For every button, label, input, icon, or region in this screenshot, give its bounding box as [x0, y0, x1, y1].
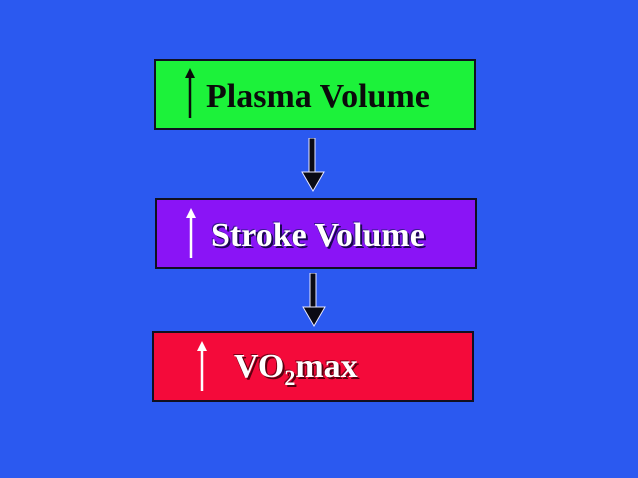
plasma-volume-box: Plasma Volume [154, 59, 476, 130]
vo2max-label-main: VO [234, 348, 285, 385]
up-arrow-icon [197, 341, 207, 391]
stroke-volume-label: Stroke Volume [211, 217, 425, 254]
up-arrow-icon [185, 68, 195, 118]
vo2max-label: VO2max [234, 348, 358, 389]
vo2max-label-tail: max [295, 348, 358, 385]
up-arrow-icon [186, 208, 196, 258]
stroke-volume-box: Stroke Volume [155, 198, 477, 269]
down-arrow-icon [302, 273, 326, 327]
vo2max-box: VO2max [152, 331, 474, 402]
plasma-volume-label: Plasma Volume [206, 78, 430, 115]
down-arrow-icon [301, 138, 325, 192]
vo2max-label-subscript: 2 [284, 365, 296, 390]
